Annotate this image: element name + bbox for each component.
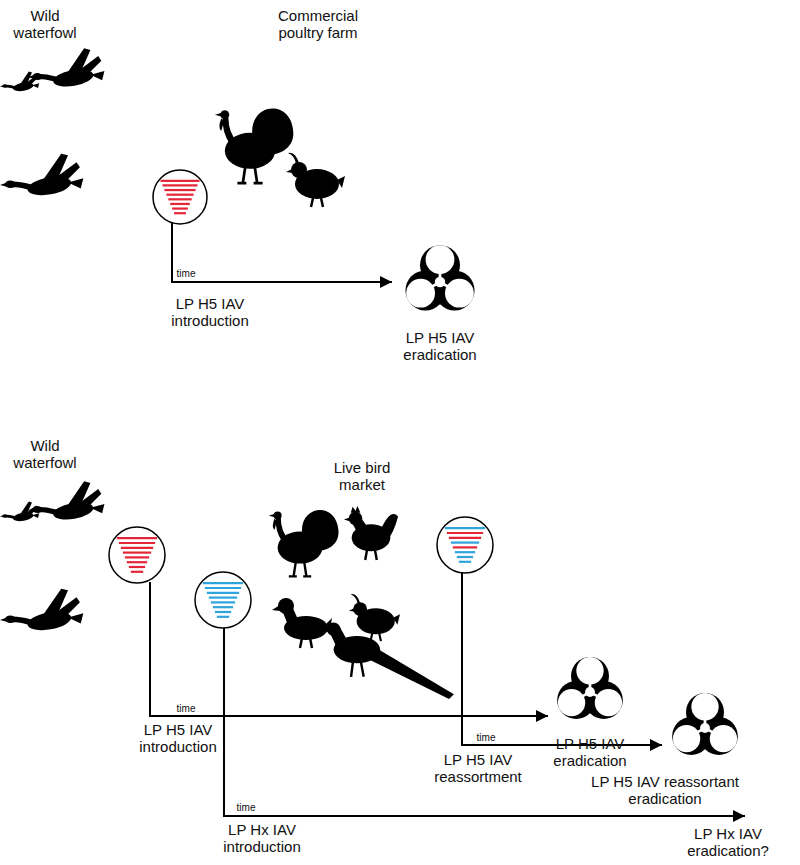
biohazard-gap (592, 693, 600, 698)
gene-stripe (121, 547, 153, 549)
annotation-label: LP H5 IAV eradication (390, 330, 490, 363)
turkey-silhouette (215, 108, 293, 183)
goose-silhouette (28, 48, 104, 89)
duck-silhouette (272, 598, 332, 648)
gene-stripe (445, 527, 485, 529)
gene-stripe (127, 561, 147, 563)
gene-stripe (131, 571, 143, 573)
biohazard-gap (695, 729, 703, 734)
goose-silhouette (0, 502, 39, 523)
quail-silhouette (286, 153, 345, 207)
annotation-label: Wild waterfowl (5, 8, 85, 41)
gene-stripe (174, 212, 186, 214)
gene-stripe (217, 616, 229, 618)
gene-stripe (203, 582, 243, 584)
circle-outline (153, 170, 207, 224)
gene-stripe (162, 184, 197, 186)
gene-stripe (213, 606, 233, 608)
goose-silhouette (0, 589, 83, 634)
biohazard-symbol (405, 245, 474, 310)
virus-circle (153, 170, 207, 224)
turkey-silhouette (269, 510, 339, 576)
biohazard-gap (439, 270, 442, 280)
time-arrow (462, 573, 662, 745)
circle-outline (437, 517, 493, 573)
gene-stripe (459, 561, 471, 563)
gene-stripe (161, 180, 200, 182)
biohazard-gap (430, 283, 439, 288)
gene-stripe (207, 592, 239, 594)
gene-stripe (209, 596, 237, 598)
annotation-label: Live bird market (322, 460, 402, 493)
annotation-label: LP H5 IAV eradication (540, 736, 640, 769)
annotation-label: Commercial poultry farm (263, 8, 373, 41)
pheasant-silhouette (322, 622, 454, 699)
annotation-label: LP H5 IAV reassortant eradication (584, 774, 746, 807)
biohazard-cutout (595, 689, 622, 716)
axis-note: time (166, 268, 206, 279)
biohazard-gap (704, 717, 707, 727)
annotation-label: LP Hx IAV introduction (212, 822, 312, 855)
gene-stripe (172, 207, 188, 209)
biohazard-symbol (672, 693, 738, 755)
chicken-silhouette (344, 506, 398, 560)
axis-note: time (466, 732, 506, 743)
annotation-label: LP H5 IAV reassortment (428, 752, 528, 785)
annotation-label: LP H5 IAV introduction (160, 296, 260, 329)
gene-stripe (451, 541, 479, 543)
gene-stripe (125, 556, 149, 558)
circle-outline (109, 527, 165, 583)
time-arrow (224, 628, 745, 816)
annotation-label: LP H5 IAV introduction (128, 722, 228, 755)
gene-stripe (457, 556, 473, 558)
gene-stripe (455, 551, 475, 553)
time-arrow (150, 582, 548, 716)
biohazard-cutout (710, 725, 737, 752)
biohazard-cutout (406, 279, 435, 308)
gene-stripe (453, 546, 477, 548)
biohazard-gap (442, 283, 451, 288)
biohazard-lobe (405, 270, 445, 310)
virus-circle (437, 517, 493, 573)
quail-silhouette (349, 594, 400, 641)
gene-stripe (447, 532, 483, 534)
biohazard-lobe (557, 681, 595, 719)
biohazard-lobe (672, 717, 710, 755)
virus-circle (195, 572, 251, 628)
gene-stripe (211, 601, 235, 603)
gene-stripe (170, 203, 190, 205)
gene-stripe (215, 611, 231, 613)
gene-stripe (164, 189, 195, 191)
axis-note: time (226, 802, 266, 813)
biohazard-cutout (558, 689, 585, 716)
biohazard-cutout (691, 693, 718, 720)
biohazard-gap (707, 729, 715, 734)
axis-note: time (166, 703, 206, 714)
biohazard-gap (589, 681, 592, 691)
biohazard-cutout (426, 245, 455, 274)
biohazard-cutout (576, 657, 603, 684)
annotation-label: LP Hx IAV eradication? (673, 826, 783, 859)
goose-silhouette (0, 154, 83, 199)
time-arrow (172, 223, 392, 282)
biohazard-cutout (673, 725, 700, 752)
gene-stripe (119, 542, 155, 544)
gene-stripe (205, 587, 241, 589)
biohazard-symbol (557, 657, 623, 719)
goose-silhouette (28, 481, 104, 522)
biohazard-gap (580, 693, 588, 698)
circle-outline (195, 572, 251, 628)
gene-stripe (168, 198, 191, 200)
gene-stripe (449, 537, 481, 539)
gene-stripe (166, 194, 193, 196)
biohazard-cutout (445, 279, 474, 308)
gene-stripe (123, 551, 151, 553)
virus-circle (109, 527, 165, 583)
annotation-label: Wild waterfowl (5, 438, 85, 471)
gene-stripe (129, 566, 145, 568)
gene-stripe (117, 537, 157, 539)
